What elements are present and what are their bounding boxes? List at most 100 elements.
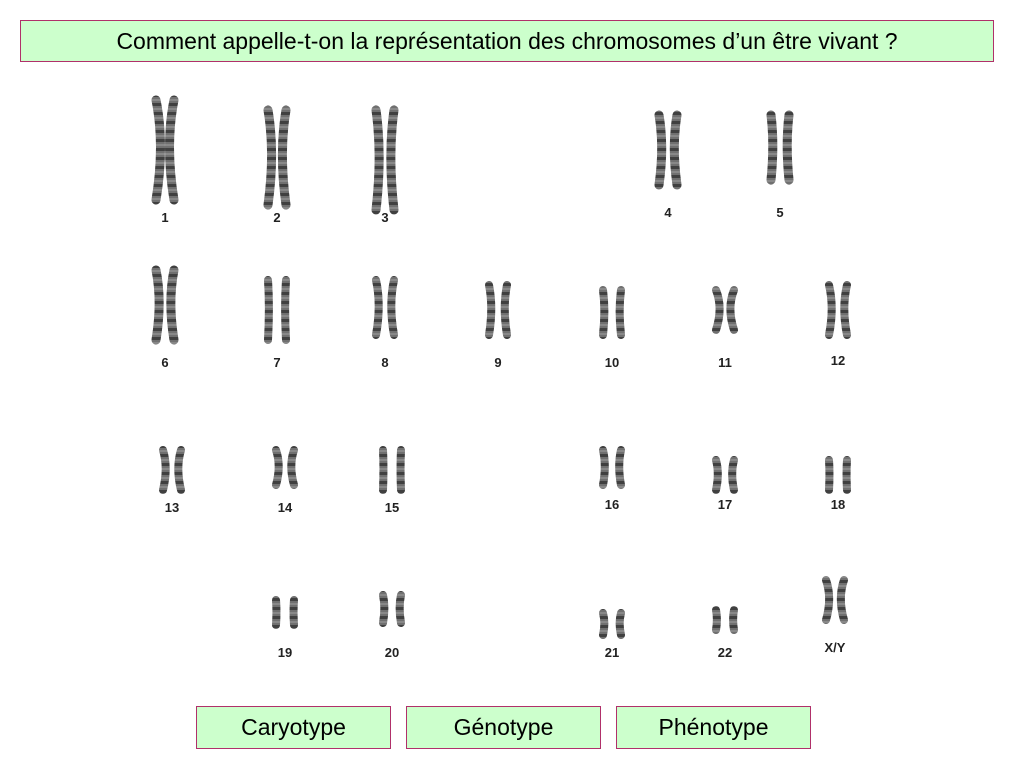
chromosome: [726, 286, 738, 334]
chromosome-number-label: 21: [604, 645, 620, 660]
chromosome-shade: [264, 276, 273, 344]
chromosome-shade: [151, 95, 165, 205]
chromosome-shade: [500, 281, 511, 339]
chromosome-number-label: 16: [604, 497, 620, 512]
choice-label: Phénotype: [658, 714, 769, 740]
choice-phenotype-button[interactable]: Phénotype: [616, 706, 811, 749]
chromosome-pair: [712, 456, 738, 494]
chromosome-number-label: 4: [664, 205, 672, 220]
chromosome: [264, 276, 273, 344]
chromosome-number-label: 22: [717, 645, 733, 660]
chromosome-pair: [712, 286, 738, 334]
choice-label: Caryotype: [241, 714, 346, 740]
chromosome-number-label: 8: [381, 355, 389, 370]
chromosome-pair: [599, 609, 625, 639]
chromosome: [615, 286, 625, 339]
chromosome-number-label: 17: [717, 497, 733, 512]
chromosome: [386, 105, 399, 215]
chromosome-shade: [822, 576, 834, 624]
chromosome: [836, 576, 848, 624]
chromosome: [599, 609, 609, 639]
chromosome: [151, 265, 164, 345]
chromosome-number-label: 13: [164, 500, 180, 515]
chromosome-shade: [654, 110, 667, 190]
chromosome-number-label: 5: [776, 205, 784, 220]
chromosome-number-label: X/Y: [824, 640, 846, 655]
chromosome-shade: [174, 446, 185, 494]
chromosome-number-label: 2: [273, 210, 281, 225]
chromosome: [151, 95, 165, 205]
chromosome: [165, 95, 179, 205]
chromosome: [615, 609, 625, 639]
chromosome-pair: [263, 105, 291, 210]
chromosome-number-label: 1: [161, 210, 169, 225]
chromosome: [387, 276, 398, 339]
chromosome: [395, 591, 405, 627]
chromosome: [729, 606, 738, 634]
chromosome-shade: [151, 265, 164, 345]
chromosome-shade: [159, 446, 170, 494]
chromosome: [712, 606, 721, 634]
chromosome-shade: [165, 95, 179, 205]
chromosome-shade: [615, 609, 625, 639]
chromosome-pair: [379, 446, 405, 494]
chromosome-pair: [599, 446, 625, 489]
chromosome-drawing: [151, 95, 851, 639]
chromosome-shade: [263, 105, 277, 210]
chromosome-number-label: 18: [830, 497, 846, 512]
chromosome: [728, 456, 738, 494]
chromosome-shade: [166, 265, 179, 345]
chromosome-number-label: 14: [277, 500, 293, 515]
chromosome-number-label: 15: [384, 500, 400, 515]
chromosome-number-label: 10: [604, 355, 620, 370]
chromosome-number-label: 11: [718, 355, 732, 370]
chromosome-shade: [277, 105, 291, 210]
chromosome-shade: [728, 456, 738, 494]
chromosome-pair: [379, 591, 405, 627]
chromosome: [599, 286, 609, 339]
chromosome-shade: [485, 281, 496, 339]
chromosome-shade: [726, 286, 738, 334]
chromosome-shade: [615, 286, 625, 339]
chromosome-pair: [272, 596, 298, 629]
choice-genotype-button[interactable]: Génotype: [406, 706, 601, 749]
chromosome-number-label: 20: [384, 645, 400, 660]
chromosome-number-label: 12: [830, 353, 846, 368]
chromosome: [277, 105, 291, 210]
chromosome-pair: [825, 456, 851, 494]
chromosome-shade: [281, 276, 290, 344]
chromosome-shade: [599, 446, 609, 489]
chromosome-shade: [840, 281, 851, 339]
chromosome: [615, 446, 625, 489]
chromosome-shade: [836, 576, 848, 624]
chromosome: [272, 446, 283, 489]
chromosome: [166, 265, 179, 345]
chromosome-shade: [395, 591, 405, 627]
chromosome: [712, 456, 722, 494]
chromosome-pair: [272, 446, 298, 489]
chromosome-pair: [151, 265, 179, 345]
chromosome: [712, 286, 724, 334]
chromosome: [379, 591, 389, 627]
chromosome-shade: [766, 110, 778, 185]
chromosome-pair: [766, 110, 794, 185]
chromosome-pair: [159, 446, 185, 494]
chromosome-shade: [669, 110, 682, 190]
chromosome-pair: [151, 95, 179, 205]
choice-caryotype-button[interactable]: Caryotype: [196, 706, 391, 749]
chromosome-shade: [272, 446, 283, 489]
chromosome-pair: [822, 576, 848, 624]
chromosome-pair: [372, 276, 398, 339]
question-box: Comment appelle-t-on la représentation d…: [20, 20, 994, 62]
chromosome-shade: [371, 105, 384, 215]
chromosome-shade: [712, 606, 721, 634]
chromosome-pair: [825, 281, 851, 339]
chromosome: [782, 110, 794, 185]
question-text: Comment appelle-t-on la représentation d…: [116, 27, 898, 54]
chromosome: [263, 105, 277, 210]
chromosome-shade: [825, 281, 836, 339]
chromosome-shade: [379, 591, 389, 627]
chromosome-shade: [387, 276, 398, 339]
chromosome: [599, 446, 609, 489]
